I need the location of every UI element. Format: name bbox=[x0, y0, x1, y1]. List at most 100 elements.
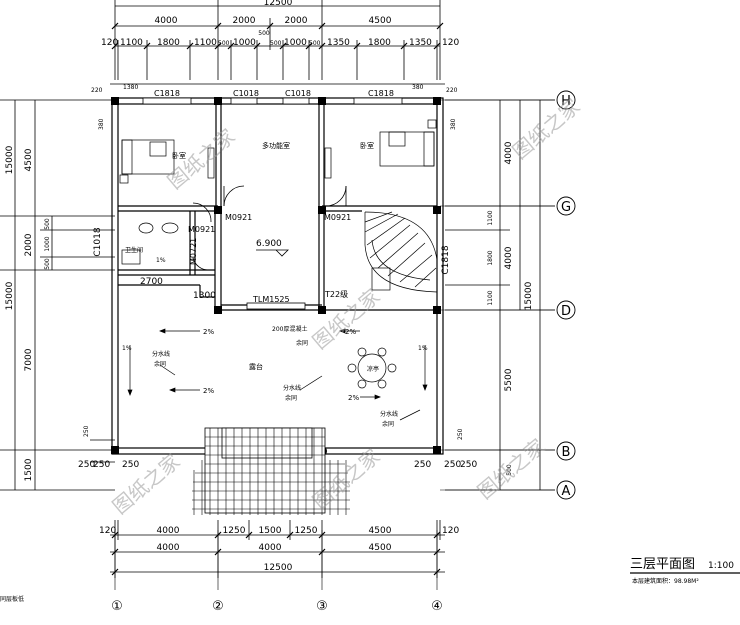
drain-line-a: 分水线 bbox=[152, 350, 170, 358]
axis-row-g: G bbox=[561, 200, 571, 215]
lbl-1380: 1380 bbox=[123, 84, 138, 91]
watermark-6: 图纸之家 bbox=[473, 434, 550, 504]
lbl-380c: 380 bbox=[450, 118, 457, 130]
bot-dim-4500b: 4500 bbox=[369, 543, 392, 553]
slope-1pct-a: 1% bbox=[122, 345, 132, 352]
left-dim-500b: 500 bbox=[44, 258, 51, 270]
c1818-side: C1818 bbox=[441, 245, 451, 274]
axis-row-h: H bbox=[561, 94, 571, 109]
lbl-220a: 220 bbox=[91, 87, 103, 94]
dim-text: 1800 bbox=[157, 38, 180, 48]
axis-bubbles-columns: ① ② ③ ④ bbox=[111, 599, 443, 614]
right-dim-1800: 1800 bbox=[487, 250, 494, 265]
top-dim-500: 500 bbox=[258, 30, 270, 37]
left-dim-1000: 1000 bbox=[44, 236, 51, 251]
door-m0921-a: M0921 bbox=[225, 213, 252, 222]
left-dim-15000: 15000 bbox=[5, 281, 15, 310]
room-bedroom-left: 卧室 bbox=[172, 151, 186, 160]
left-dim-1500: 1500 bbox=[24, 458, 34, 481]
c1018-side: C1018 bbox=[93, 227, 103, 256]
right-250-b: 250 bbox=[414, 460, 431, 470]
right-250-d: 250 bbox=[460, 460, 477, 470]
dim-text: 1100 bbox=[120, 38, 143, 48]
lbl-380b: 380 bbox=[412, 84, 424, 91]
door-m0921-c: M0921 bbox=[188, 225, 215, 234]
drain-line-b2: 余同 bbox=[285, 394, 297, 402]
door-m0721: M0721 bbox=[189, 238, 198, 265]
note-beam2: 余同 bbox=[296, 339, 308, 347]
dim-text: 1100 bbox=[194, 38, 217, 48]
bot-dim-4000a: 4000 bbox=[157, 526, 180, 536]
dim-text: 120 bbox=[101, 38, 118, 48]
win-c1018-b: C1018 bbox=[285, 89, 311, 98]
right-dim-15000: 15000 bbox=[524, 281, 534, 310]
left-dim-500a: 500 bbox=[44, 218, 51, 230]
slope-1pct-b: 1% bbox=[418, 345, 428, 352]
right-dim-4000: 4000 bbox=[504, 141, 514, 164]
axis-row-b: B bbox=[562, 445, 571, 460]
stair bbox=[364, 211, 438, 293]
bath-slope: 1% bbox=[156, 257, 166, 264]
slope-2pct-d: 2% bbox=[348, 394, 359, 402]
bot-dim-120b: 120 bbox=[442, 526, 459, 536]
watermark-3: 图纸之家 bbox=[508, 94, 585, 164]
drain-line-b: 分水线 bbox=[283, 384, 301, 392]
dim-text: 1000 bbox=[233, 38, 256, 48]
dim-text: 500 bbox=[218, 40, 230, 47]
drain-line-a2: 余同 bbox=[154, 360, 166, 368]
room-bath: 卫生间 bbox=[125, 246, 143, 254]
room-multi: 多功能室 bbox=[262, 141, 290, 150]
win-c1018-a: C1018 bbox=[233, 89, 259, 98]
stair-t22: T22级 bbox=[324, 289, 348, 299]
top-dim-4: 4500 bbox=[369, 16, 392, 26]
dim-text: 500 bbox=[309, 40, 321, 47]
left-250-b: 250 bbox=[78, 460, 95, 470]
walls bbox=[111, 97, 444, 455]
right-dim-1100a: 1100 bbox=[487, 210, 494, 225]
sliding-door bbox=[246, 302, 306, 310]
watermark-4: 图纸之家 bbox=[108, 449, 185, 519]
dim-text: 1350 bbox=[327, 38, 350, 48]
lbl-220b: 220 bbox=[446, 87, 458, 94]
slope-2pct-b: 2% bbox=[203, 387, 214, 395]
bot-dim-overall: 12500 bbox=[264, 563, 293, 573]
axis-col-1: ① bbox=[111, 599, 123, 614]
plan-title: 三层平面图 bbox=[630, 557, 695, 572]
left-250-d: 250 bbox=[122, 460, 139, 470]
lbl-380a: 380 bbox=[98, 118, 105, 130]
top-dim-row2: 120 1100 1800 1100 500 1000 500 1000 500… bbox=[101, 38, 459, 48]
plan-area: 本层建筑面积：98.98M² bbox=[632, 577, 699, 585]
left-250-a: 250 bbox=[83, 425, 90, 437]
win-c1818-b: C1818 bbox=[368, 89, 394, 98]
roof-tiles bbox=[192, 427, 350, 515]
note-beam: 200厚混凝土 bbox=[272, 325, 307, 333]
left-250-c: 250 bbox=[93, 460, 110, 470]
bot-dim-120a: 120 bbox=[99, 526, 116, 536]
plan-scale: 1:100 bbox=[708, 561, 734, 571]
right-dim-1100b: 1100 bbox=[487, 290, 494, 305]
dim-text: 120 bbox=[442, 38, 459, 48]
left-dim-4500: 4500 bbox=[24, 148, 34, 171]
bot-dim-1500: 1500 bbox=[259, 526, 282, 536]
drain-line-c2: 余同 bbox=[382, 420, 394, 428]
left-dimension-lines bbox=[0, 99, 115, 491]
bottom-dimension-lines bbox=[110, 520, 445, 578]
level-6900: 6.900 bbox=[256, 239, 282, 249]
win-c1818-a: C1818 bbox=[154, 89, 180, 98]
bottom-ticks bbox=[111, 531, 441, 576]
level-marker bbox=[256, 249, 289, 257]
dim-text: 1350 bbox=[409, 38, 432, 48]
slope-arrows bbox=[127, 328, 428, 421]
left-dim-7000: 7000 bbox=[24, 348, 34, 371]
bot-dim-4500a: 4500 bbox=[369, 526, 392, 536]
axis-col-3: ③ bbox=[316, 599, 328, 614]
axis-col-2: ② bbox=[212, 599, 224, 614]
drain-line-c: 分水线 bbox=[380, 410, 398, 418]
left-dim-2000: 2000 bbox=[24, 233, 34, 256]
dim-text: 1800 bbox=[368, 38, 391, 48]
room-bedroom-right: 卧室 bbox=[360, 141, 374, 150]
door-m0921-b: M0921 bbox=[324, 213, 351, 222]
top-ticks bbox=[111, 22, 444, 50]
axis-col-4: ④ bbox=[431, 599, 443, 614]
